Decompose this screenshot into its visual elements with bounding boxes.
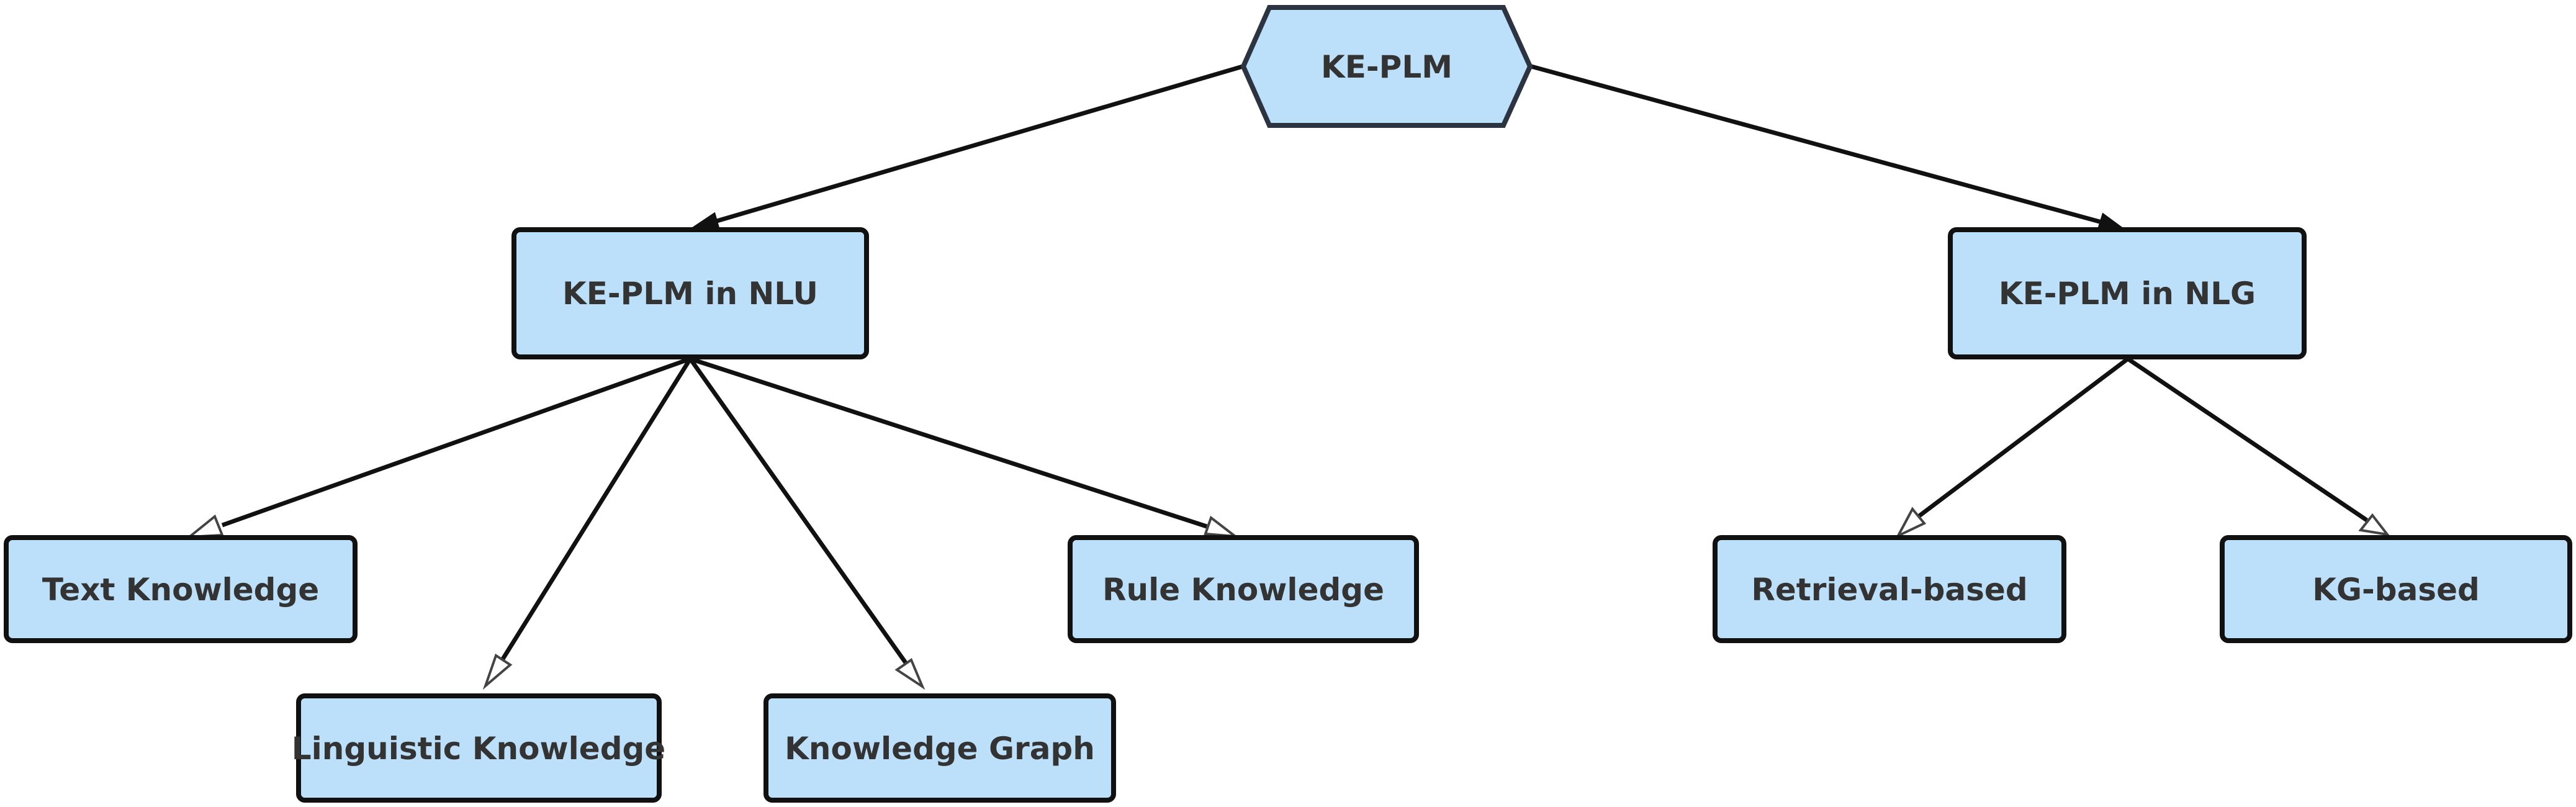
- hollow-arrowhead: [2358, 513, 2390, 536]
- node-kg-based-label: KG-based: [2312, 572, 2480, 608]
- node-nlg-box: [1948, 227, 2307, 359]
- node-layer: KE-PLM KE-PLM in NLU KE-PLM in NLG Text …: [4, 5, 2572, 803]
- node-rule-knowledge-label: Rule Knowledge: [1102, 572, 1384, 608]
- edge-nlg-to-retrieval-based: [1895, 357, 2130, 539]
- node-root[interactable]: KE-PLM: [1240, 5, 1533, 128]
- hollow-arrowhead: [1204, 515, 1240, 538]
- node-text-knowledge-box: [4, 535, 358, 643]
- edge-nlg-to-kg-based: [2127, 357, 2390, 536]
- node-kg-based[interactable]: KG-based: [2220, 535, 2572, 643]
- node-nlg-label: KE-PLM in NLG: [1999, 276, 2256, 312]
- node-text-knowledge-label: Text Knowledge: [42, 572, 319, 608]
- edge-root-to-nlu: [687, 64, 1243, 232]
- node-nlu[interactable]: KE-PLM in NLU: [511, 227, 869, 359]
- edge-nlu-to-knowledge-graph: [688, 357, 925, 690]
- node-linguistic-knowledge[interactable]: Linguistic Knowledge: [292, 693, 665, 803]
- node-linguistic-knowledge-label: Linguistic Knowledge: [292, 731, 665, 767]
- node-knowledge-graph-label: Knowledge Graph: [785, 731, 1095, 767]
- node-retrieval-based-label: Retrieval-based: [1751, 572, 2027, 608]
- hollow-arrowhead: [482, 653, 513, 690]
- node-root-label: KE-PLM: [1321, 49, 1452, 85]
- edge-nlu-to-rule-knowledge: [689, 356, 1240, 538]
- edge-nlu-to-linguistic-knowledge: [482, 358, 692, 690]
- node-nlu-box: [511, 227, 869, 359]
- node-rule-knowledge-box: [1068, 535, 1419, 643]
- node-nlu-label: KE-PLM in NLU: [562, 276, 818, 312]
- node-nlg[interactable]: KE-PLM in NLG: [1948, 227, 2307, 359]
- root-hexagon: [1240, 5, 1533, 128]
- node-rule-knowledge[interactable]: Rule Knowledge: [1068, 535, 1419, 643]
- node-retrieval-based-box: [1713, 535, 2066, 643]
- node-retrieval-based[interactable]: Retrieval-based: [1713, 535, 2066, 643]
- hollow-arrowhead: [1895, 507, 1927, 539]
- node-text-knowledge[interactable]: Text Knowledge: [4, 535, 358, 643]
- node-knowledge-graph-box: [763, 693, 1116, 803]
- edge-nlu-to-text-knowledge: [185, 356, 691, 539]
- edge-root-to-nlg: [1531, 64, 2127, 233]
- node-knowledge-graph[interactable]: Knowledge Graph: [763, 693, 1116, 803]
- node-linguistic-knowledge-box: [296, 693, 662, 803]
- node-kg-based-box: [2220, 535, 2572, 643]
- hollow-arrowhead: [185, 514, 224, 539]
- hollow-arrowhead: [894, 657, 925, 690]
